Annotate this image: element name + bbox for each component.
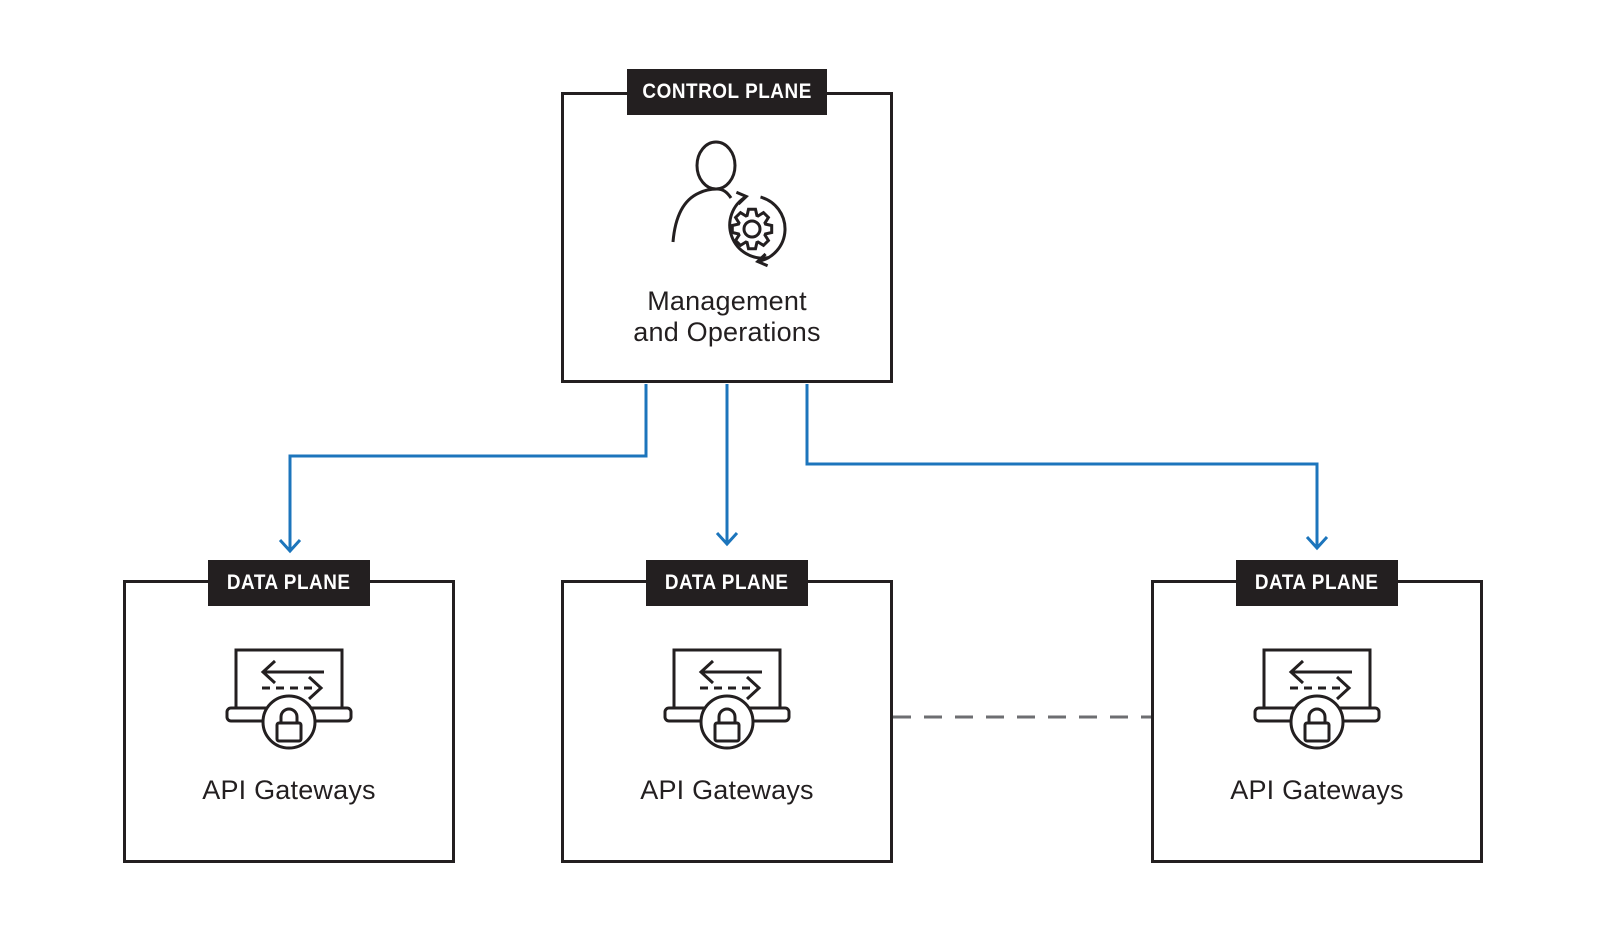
data-plane-box-middle: DATA PLANE API Gateways [561,560,893,863]
control-plane-caption: Management and Operations [633,286,820,348]
caption-line-2: and Operations [633,316,821,347]
data-plane-caption: API Gateways [640,774,814,805]
data-plane-label: DATA PLANE [1236,560,1398,606]
data-plane-box-right: DATA PLANE API Gateways [1151,560,1483,863]
person-gear-cycle-icon [657,134,797,274]
data-plane-label-text: DATA PLANE [665,571,789,594]
control-plane-box: CONTROL PLANE Management and Operations [561,69,893,383]
arrowhead-right-icon [1305,535,1329,551]
arrow-control-to-right-data [805,384,1319,546]
data-plane-box-left: DATA PLANE API Gateways [123,560,455,863]
gateway-monitor-lock-icon [1252,644,1382,759]
control-plane-label: CONTROL PLANE [627,69,827,115]
arrowhead-left-icon [278,538,302,554]
data-plane-caption: API Gateways [202,774,376,805]
gateway-monitor-lock-icon [662,644,792,759]
arrow-control-to-left-data [288,384,648,549]
control-plane-label-text: CONTROL PLANE [642,80,812,103]
data-plane-caption: API Gateways [1230,774,1404,805]
gateway-monitor-lock-icon [224,644,354,759]
arrowhead-middle-icon [715,531,739,547]
data-plane-label: DATA PLANE [646,560,808,606]
data-plane-label: DATA PLANE [208,560,370,606]
data-plane-label-text: DATA PLANE [1255,571,1379,594]
caption-line-1: Management [647,285,807,316]
data-plane-label-text: DATA PLANE [227,571,351,594]
